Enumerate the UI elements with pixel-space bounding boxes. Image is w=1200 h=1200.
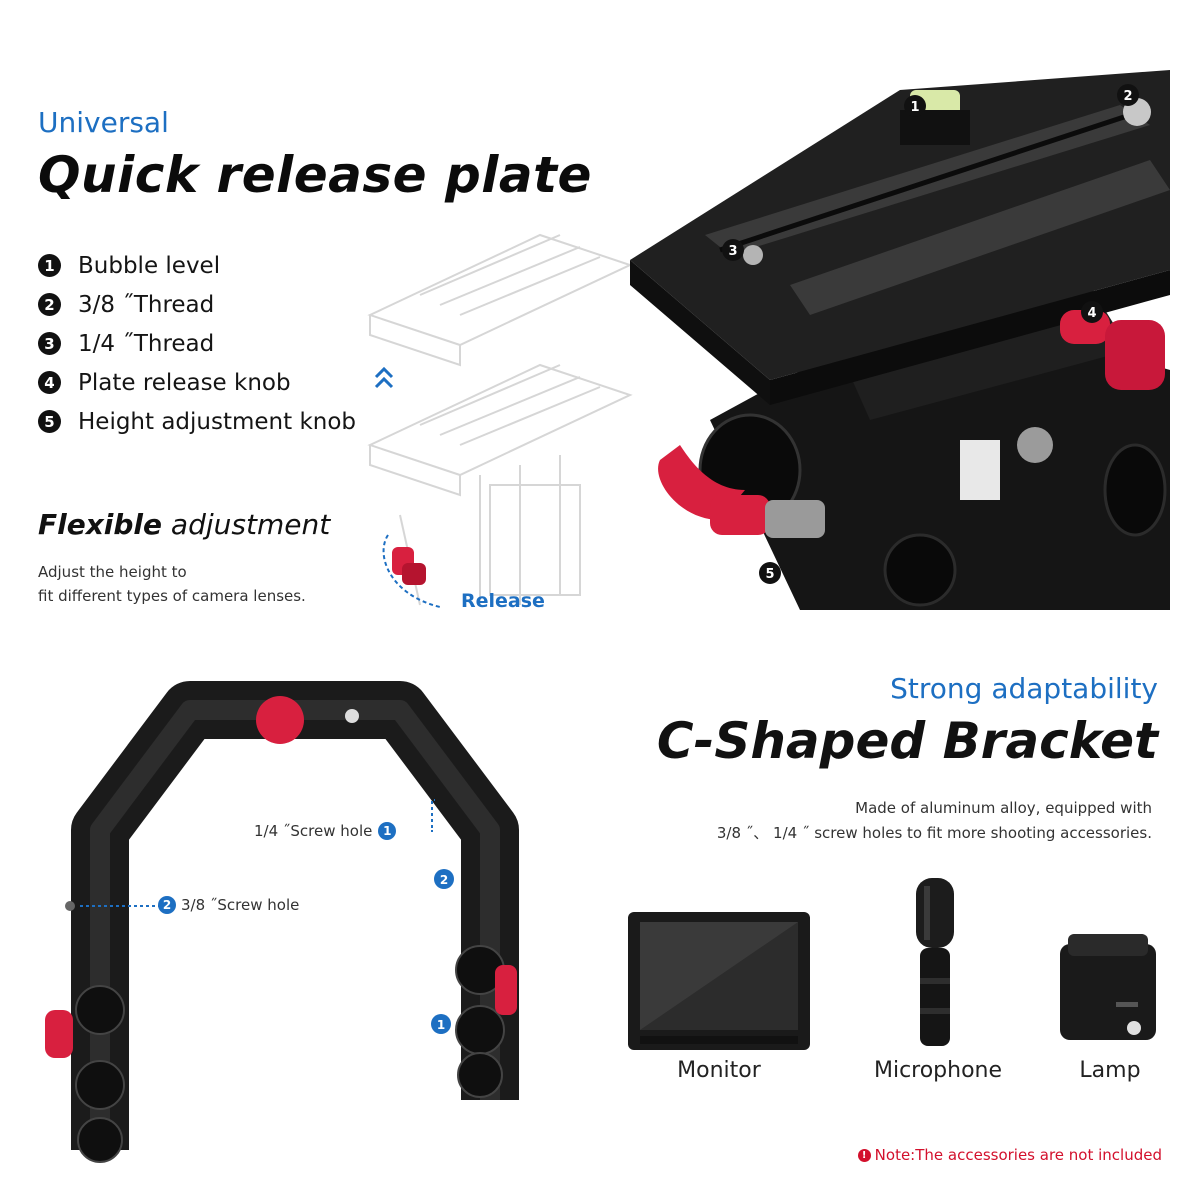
release-knob-icon xyxy=(392,547,426,585)
number-badge-icon: 1 xyxy=(378,822,397,840)
c-bracket-desc-line: Made of aluminum alloy, equipped with xyxy=(855,799,1152,817)
plate-marker-1: 1 xyxy=(910,100,919,115)
bracket-marker-2: 2 xyxy=(440,873,448,887)
feature-item: 1 Bubble level xyxy=(38,246,356,285)
callout-three-eighths-screw-hole: 2 3/8 ˝Screw hole xyxy=(158,896,299,914)
right-knob-icon xyxy=(495,965,517,1015)
plate-marker-2: 2 xyxy=(1123,89,1132,104)
monitor-icon xyxy=(628,912,810,1050)
callout-quarter-inch-screw-hole: 1/4 ˝Screw hole 1 xyxy=(254,822,397,840)
flexible-adjustment-description: Adjust the height to fit different types… xyxy=(38,560,358,608)
feature-label: 3/8 ˝Thread xyxy=(78,291,215,318)
plate-marker-5: 5 xyxy=(765,567,774,582)
feature-label: 1/4 ˝Thread xyxy=(78,330,215,357)
plate-marker-4: 4 xyxy=(1087,306,1096,321)
lamp-icon xyxy=(1060,934,1156,1040)
number-badge-icon: 4 xyxy=(38,371,61,394)
number-badge-icon: 3 xyxy=(38,332,61,355)
quick-release-eyebrow: Universal xyxy=(38,106,169,139)
plate-height-adjust-illustration xyxy=(367,233,633,608)
feature-item: 5 Height adjustment knob xyxy=(38,402,356,441)
c-bracket-eyebrow: Strong adaptability xyxy=(890,672,1158,705)
top-knob-icon xyxy=(256,696,304,744)
feature-item: 4 Plate release knob xyxy=(38,363,356,402)
accessories-note: ! Note:The accessories are not included xyxy=(857,1146,1162,1164)
plate-marker-3: 3 xyxy=(728,244,737,259)
c-bracket-description: Made of aluminum alloy, equipped with 3/… xyxy=(717,796,1152,846)
left-knob-icon xyxy=(45,1010,73,1058)
height-adjustment-knob-icon xyxy=(658,445,825,538)
quick-release-plate-image: 1 2 3 4 5 xyxy=(630,70,1170,610)
number-badge-icon: 5 xyxy=(38,410,61,433)
flexible-title-rest: adjustment xyxy=(162,508,331,541)
bracket-marker-1: 1 xyxy=(437,1018,445,1032)
feature-label: Plate release knob xyxy=(78,369,291,396)
flexible-desc-line: Adjust the height to xyxy=(38,563,187,581)
callout-label: 3/8 ˝Screw hole xyxy=(181,896,300,914)
flexible-title-bold: Flexible xyxy=(38,508,163,541)
exclamation-icon: ! xyxy=(857,1148,871,1162)
accessory-label-microphone: Microphone xyxy=(873,1058,1003,1083)
feature-label: Bubble level xyxy=(78,252,221,279)
flexible-adjustment-title: Flexible adjustment xyxy=(38,508,330,541)
accessory-label-monitor: Monitor xyxy=(677,1058,761,1083)
number-badge-icon: 2 xyxy=(158,896,176,914)
chevron-up-icon xyxy=(374,366,394,389)
feature-item: 3 1/4 ˝Thread xyxy=(38,324,356,363)
quick-release-title: Quick release plate xyxy=(38,146,592,204)
c-bracket-desc-line: 3/8 ˝、 1/4 ˝ screw holes to fit more sho… xyxy=(716,824,1152,842)
number-badge-icon: 2 xyxy=(38,293,61,316)
feature-item: 2 3/8 ˝Thread xyxy=(38,285,356,324)
flexible-desc-line: fit different types of camera lenses. xyxy=(38,587,306,605)
note-text: Note:The accessories are not included xyxy=(874,1146,1162,1164)
callout-label: 1/4 ˝Screw hole xyxy=(254,822,373,840)
c-shaped-bracket-image: 2 1 xyxy=(45,681,519,1163)
release-label: Release xyxy=(461,590,545,612)
number-badge-icon: 1 xyxy=(38,254,61,277)
accessory-label-lamp: Lamp xyxy=(1079,1058,1141,1083)
feature-label: Height adjustment knob xyxy=(78,408,357,435)
c-bracket-title: C-Shaped Bracket xyxy=(656,712,1158,770)
microphone-icon xyxy=(916,878,954,1046)
